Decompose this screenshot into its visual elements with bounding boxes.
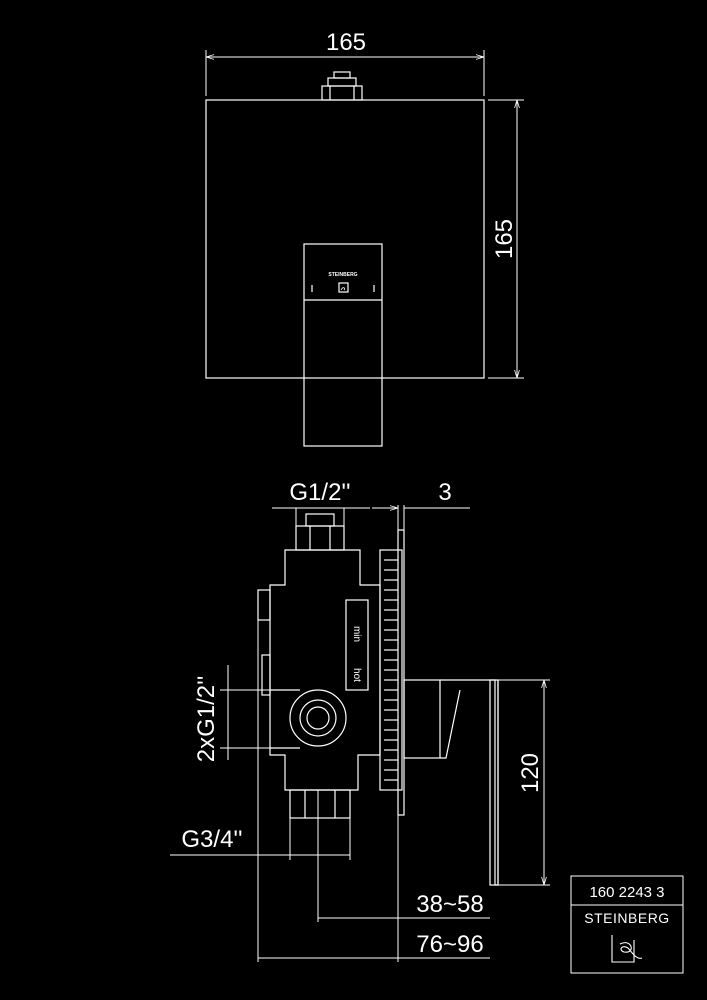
front-view [205, 71, 485, 447]
cover-plate [205, 99, 485, 379]
side-cover-plate [397, 529, 405, 816]
outlet-bottom-label: G3/4'' [181, 826, 242, 853]
front-dim-width [205, 50, 485, 96]
handle-height-label: 120 [517, 753, 544, 793]
side-bottom-nut [289, 789, 351, 819]
top-nut [321, 71, 363, 101]
depth-range-2-label: 76~96 [416, 931, 483, 958]
side-handle [403, 679, 499, 886]
front-dim-height [488, 99, 524, 379]
body-label-min: min [351, 626, 362, 642]
side-view [257, 513, 499, 886]
inlet-top-label: G1/2'' [289, 479, 350, 506]
side-top-nut [295, 513, 345, 551]
plate-thickness-label: 3 [438, 479, 451, 506]
dim-lines [170, 505, 550, 962]
side-inlet [270, 689, 347, 749]
steinberg-logo-icon [611, 935, 643, 963]
depth-range-1-label: 38~58 [416, 891, 483, 918]
valve-body [269, 549, 381, 791]
threaded-sleeve [379, 549, 403, 791]
height-dim-label: 165 [491, 219, 518, 259]
title-stamp [570, 875, 684, 974]
stamp-brand: STEINBERG [584, 910, 669, 926]
body-label-hot: hot [351, 668, 362, 682]
handle [303, 243, 383, 447]
width-dim-label: 165 [326, 29, 366, 56]
inlet-side-label: 2xG1/2'' [193, 676, 220, 763]
article-number: 160 2243 3 [589, 884, 664, 901]
handle-brand: STEINBERG [328, 272, 357, 278]
